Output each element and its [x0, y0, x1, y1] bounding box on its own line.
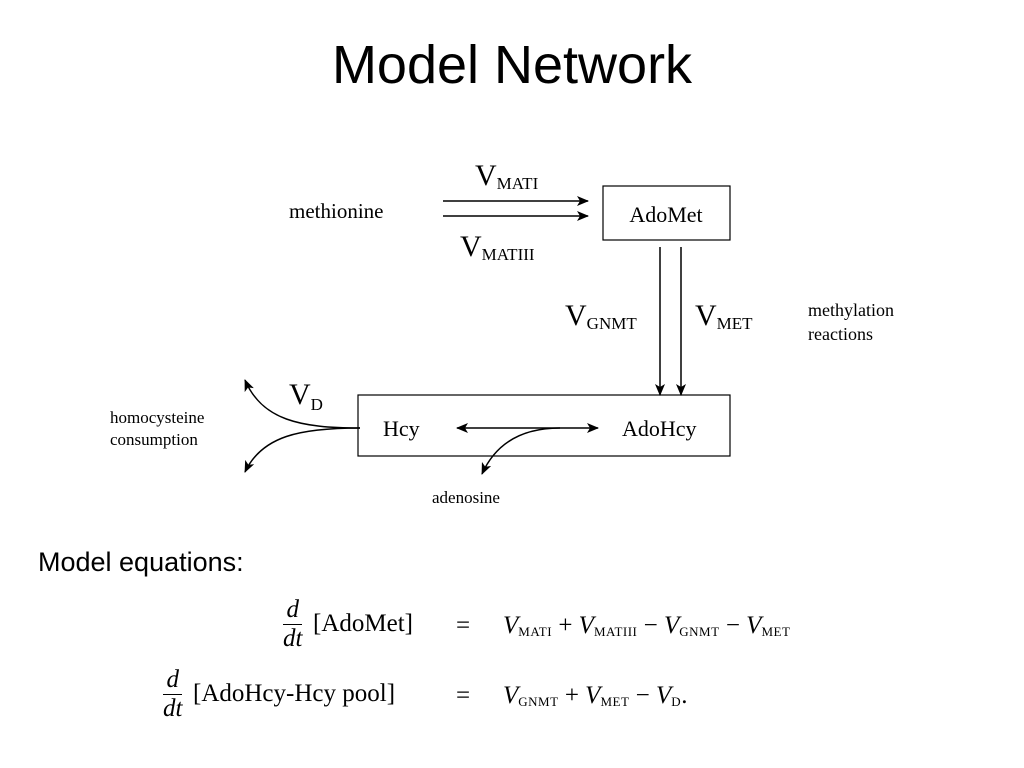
derivative-fraction: d dt [163, 666, 183, 722]
equals-sign: = [456, 612, 471, 639]
homocysteine-label-line2: consumption [110, 430, 198, 449]
equation-pool: d dt [AdoHcy-Hcy pool] = VGNMT + VMET − … [0, 666, 1024, 730]
equation-lhs: [AdoMet] [313, 610, 413, 637]
hcy-label: Hcy [383, 416, 420, 441]
page-title: Model Network [331, 35, 693, 95]
methylation-label-line1: methylation [808, 300, 894, 320]
adomet-box [602, 185, 731, 241]
methylation-label-line2: reactions [808, 324, 873, 344]
methionine-label: methionine [289, 199, 383, 223]
v-d-label: VD [289, 378, 323, 414]
hcy-adohcy-box [357, 394, 731, 457]
equation-adomet: d dt [AdoMet] = VMATI + VMATIII − VGNMT … [0, 596, 1024, 660]
adohcy-label: AdoHcy [622, 416, 697, 441]
v-mati-label: VMATI [475, 159, 539, 193]
derivative-fraction: d dt [283, 596, 303, 652]
homocysteine-label-line1: homocysteine [110, 408, 204, 427]
adenosine-arrow [481, 427, 561, 475]
equation-lhs: [AdoHcy-Hcy pool] [193, 680, 396, 707]
adenosine-label: adenosine [432, 488, 500, 507]
model-network-diagram: AdoMet methionine VMATI VMATIII VGNMT VM… [110, 159, 894, 507]
v-matiii-label: VMATIII [460, 230, 535, 264]
equations-heading: Model equations: [38, 547, 244, 577]
equation-rhs: VMATI + VMATIII − VGNMT − VMET [503, 612, 791, 639]
equation-rhs: VGNMT + VMET − VD. [503, 682, 688, 709]
v-met-label: VMET [695, 299, 753, 333]
equals-sign: = [456, 682, 471, 709]
v-gnmt-label: VGNMT [565, 299, 637, 333]
adomet-label: AdoMet [629, 202, 702, 227]
v-d-arrow-down [244, 427, 361, 473]
